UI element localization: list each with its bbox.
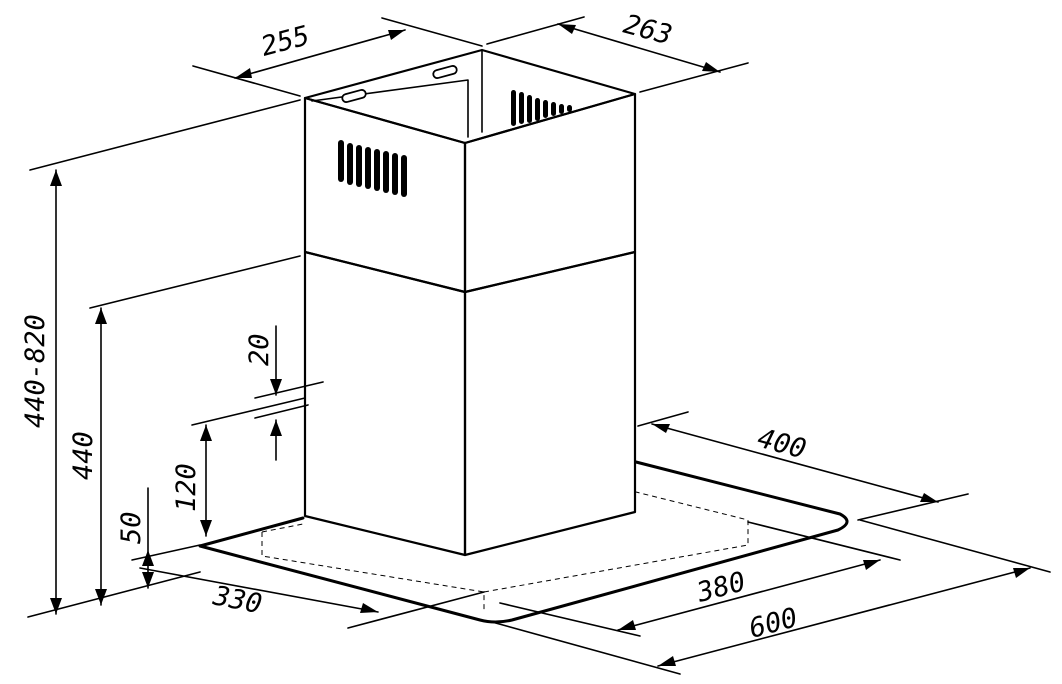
canopy (198, 460, 849, 624)
label-380: 380 (693, 566, 749, 609)
label-50: 50 (116, 511, 147, 544)
label-255: 255 (258, 20, 313, 63)
label-600: 600 (746, 602, 801, 645)
label-20: 20 (244, 333, 275, 366)
upper-chimney (303, 48, 637, 294)
label-120: 120 (171, 463, 202, 512)
lower-chimney (303, 250, 637, 557)
vent-slots-rear (511, 90, 572, 126)
vent-slots-front (338, 140, 407, 197)
label-400: 400 (754, 423, 809, 466)
label-330: 330 (210, 580, 265, 620)
label-440: 440 (68, 431, 99, 480)
label-440-820: 440-820 (20, 314, 51, 428)
dimension-labels: 255 263 440-820 440 20 120 50 330 380 60… (20, 9, 809, 645)
dimension-lines (27, 16, 1051, 675)
